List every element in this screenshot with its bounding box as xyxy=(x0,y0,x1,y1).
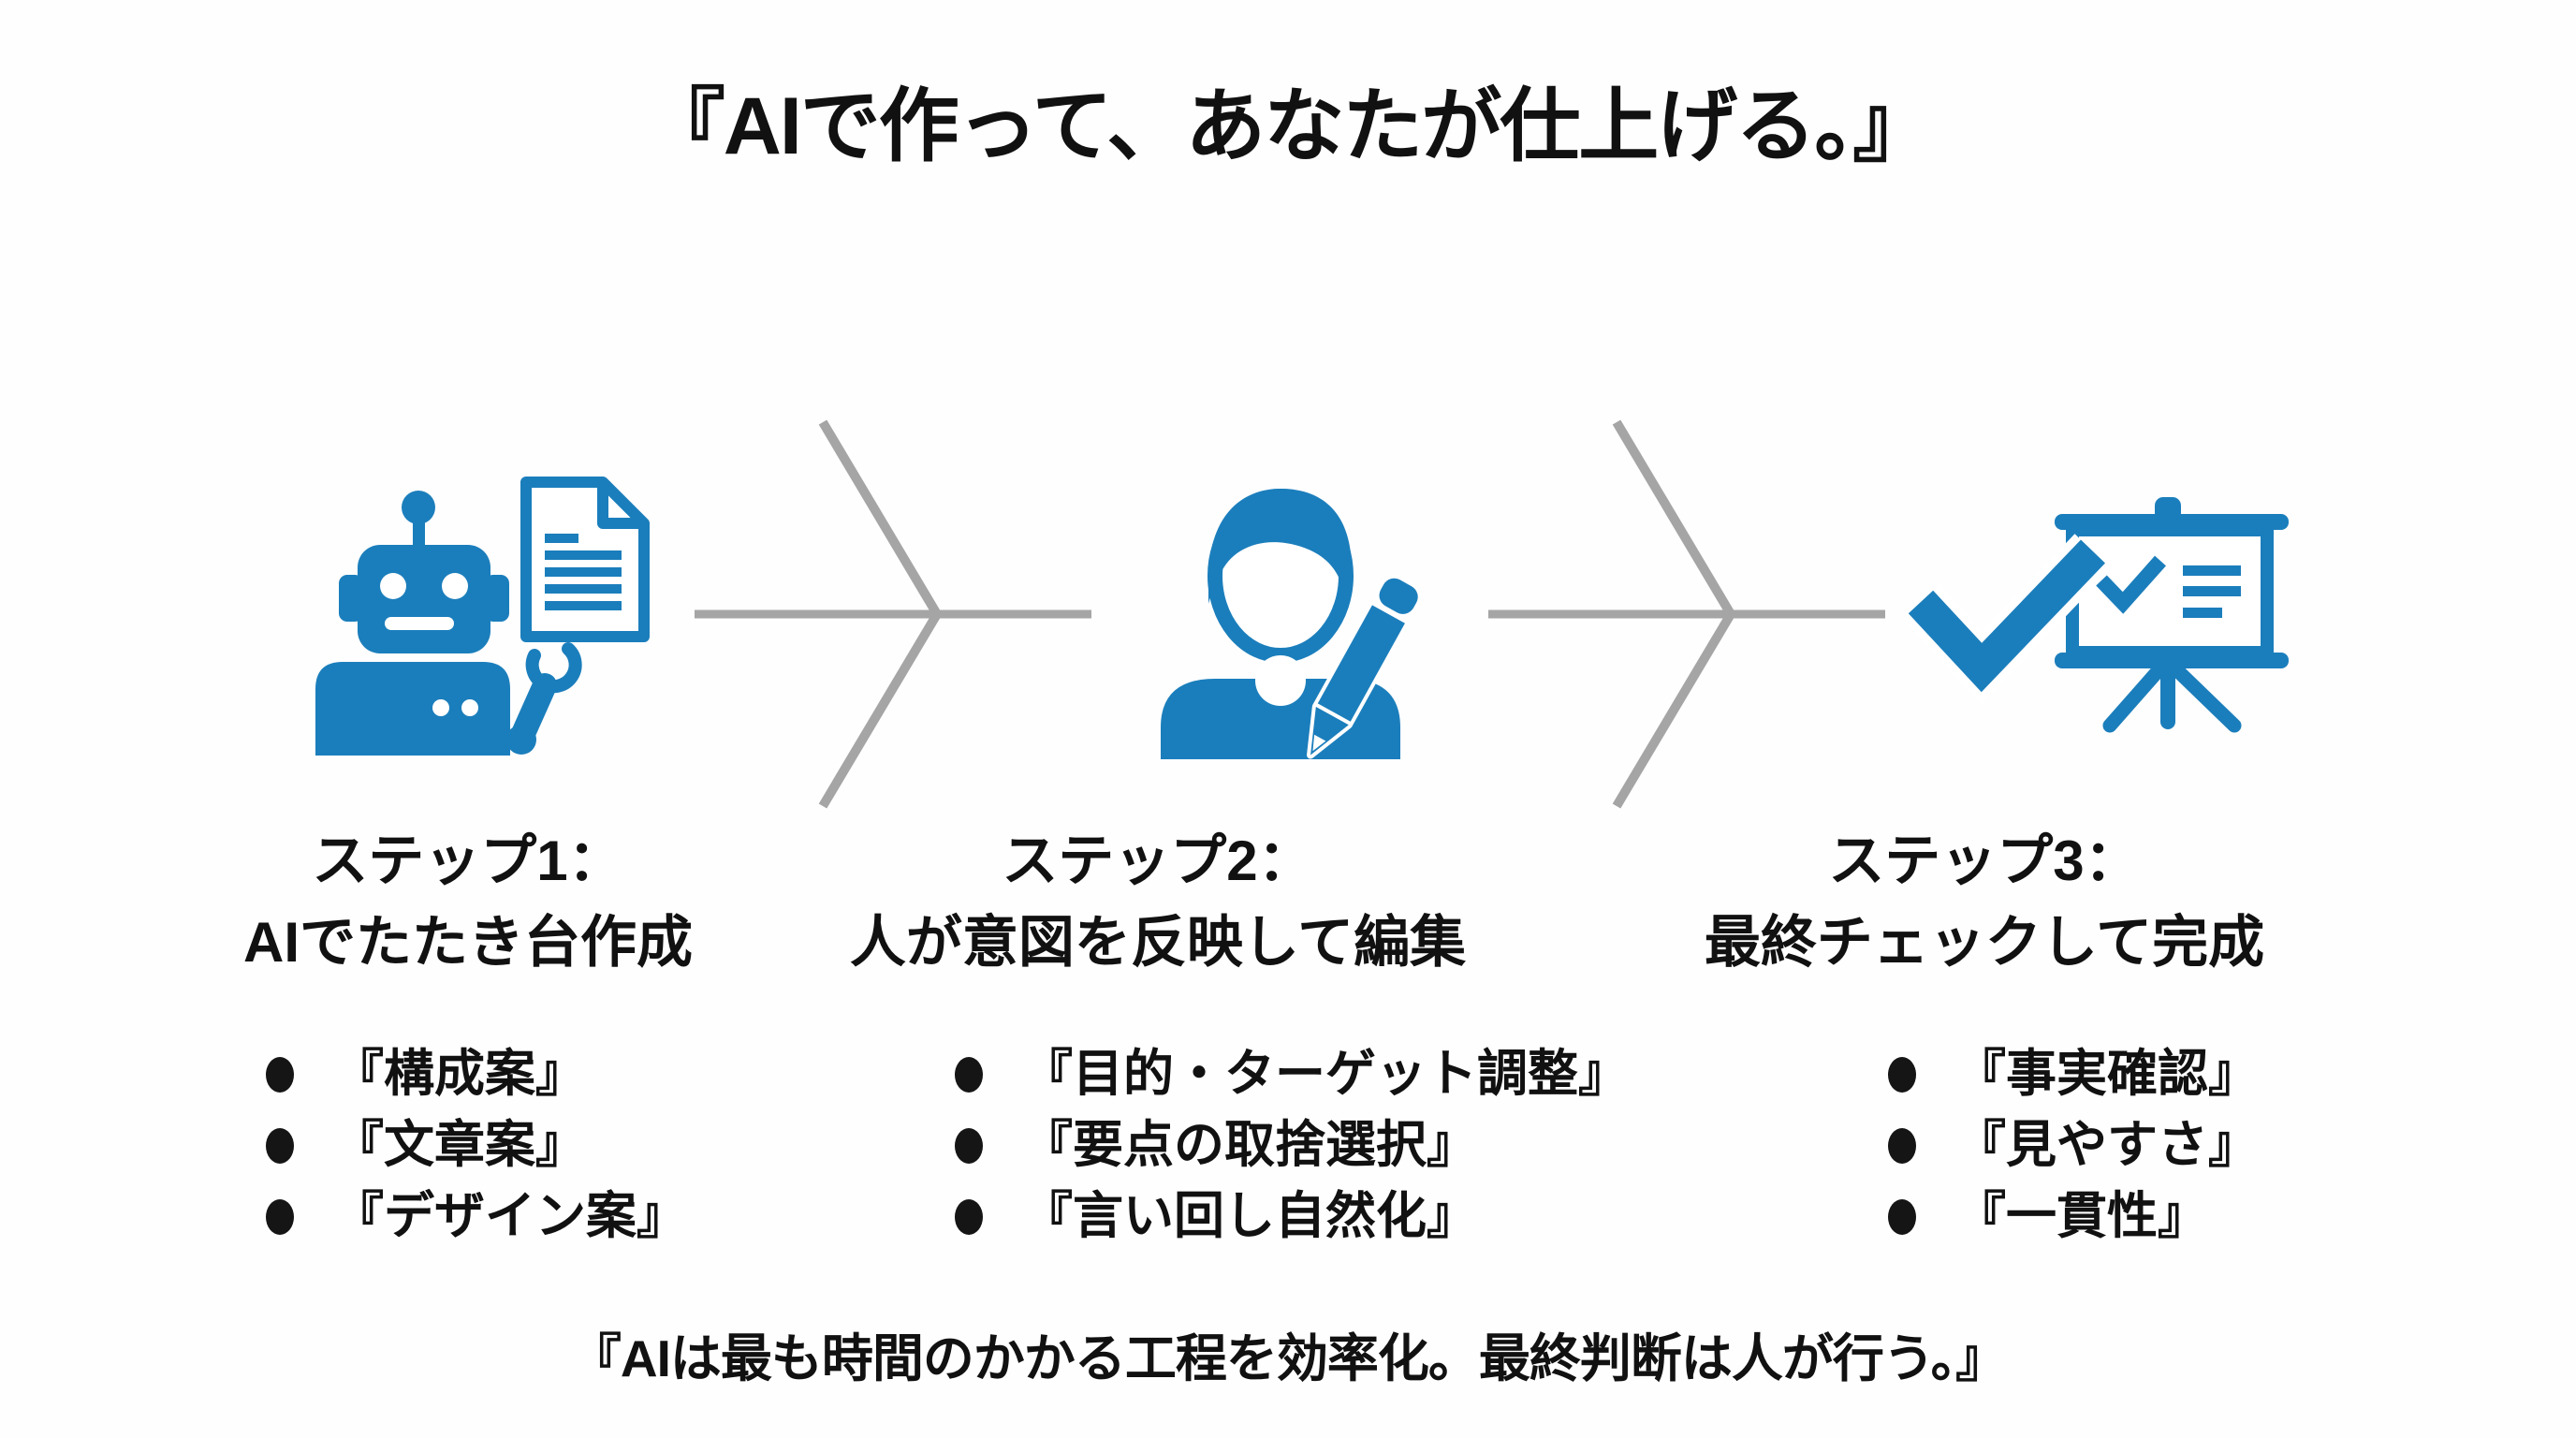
flow-arrow-icon xyxy=(1488,419,1885,809)
footer-note: 『AIは最も時間のかかる工程を効率化。最終判断は人が行う。』 xyxy=(569,1329,2007,1387)
bullet-item: 『言い回し自然化』 xyxy=(953,1189,1629,1243)
bullet-item: 『デザイン案』 xyxy=(264,1189,687,1243)
step3-bullet-list: 『事実確認』 『見やすさ』 『一貫性』 xyxy=(1886,1047,2259,1260)
bullet-item: 『文章案』 xyxy=(264,1118,687,1172)
bullet-item: 『要点の取捨選択』 xyxy=(953,1118,1629,1172)
step2-title-line1: ステップ2： xyxy=(1002,829,1314,892)
flow-arrow-icon xyxy=(695,419,1091,809)
bullet-item: 『構成案』 xyxy=(264,1047,687,1101)
person-editing-icon xyxy=(1161,488,1422,759)
step2-title-line2: 人が意図を反映して編集 xyxy=(849,911,1467,974)
main-title: 『AIで作って、あなたが仕上げる。』 xyxy=(644,81,1933,171)
step1-bullet-list: 『構成案』 『文章案』 『デザイン案』 xyxy=(264,1047,687,1260)
checklist-board-icon xyxy=(1902,497,2289,733)
step3-title: ステップ3： 最終チェックして完成 xyxy=(1657,820,2312,983)
step1-title: ステップ1： AIでたたき台作成 xyxy=(140,820,796,983)
step1-title-line1: ステップ1： xyxy=(312,829,624,892)
robot-document-icon xyxy=(315,477,650,756)
bullet-item: 『一貫性』 xyxy=(1886,1189,2259,1243)
bullet-item: 『事実確認』 xyxy=(1886,1047,2259,1101)
step2-title: ステップ2： 人が意図を反映して編集 xyxy=(830,820,1486,983)
step1-title-line2: AIでたたき台作成 xyxy=(243,911,693,974)
step2-bullet-list: 『目的・ターゲット調整』 『要点の取捨選択』 『言い回し自然化』 xyxy=(953,1047,1629,1260)
step3-title-line1: ステップ3： xyxy=(1828,829,2141,892)
step3-title-line2: 最終チェックして完成 xyxy=(1704,911,2265,974)
bullet-item: 『見やすさ』 xyxy=(1886,1118,2259,1172)
bullet-item: 『目的・ターゲット調整』 xyxy=(953,1047,1629,1101)
